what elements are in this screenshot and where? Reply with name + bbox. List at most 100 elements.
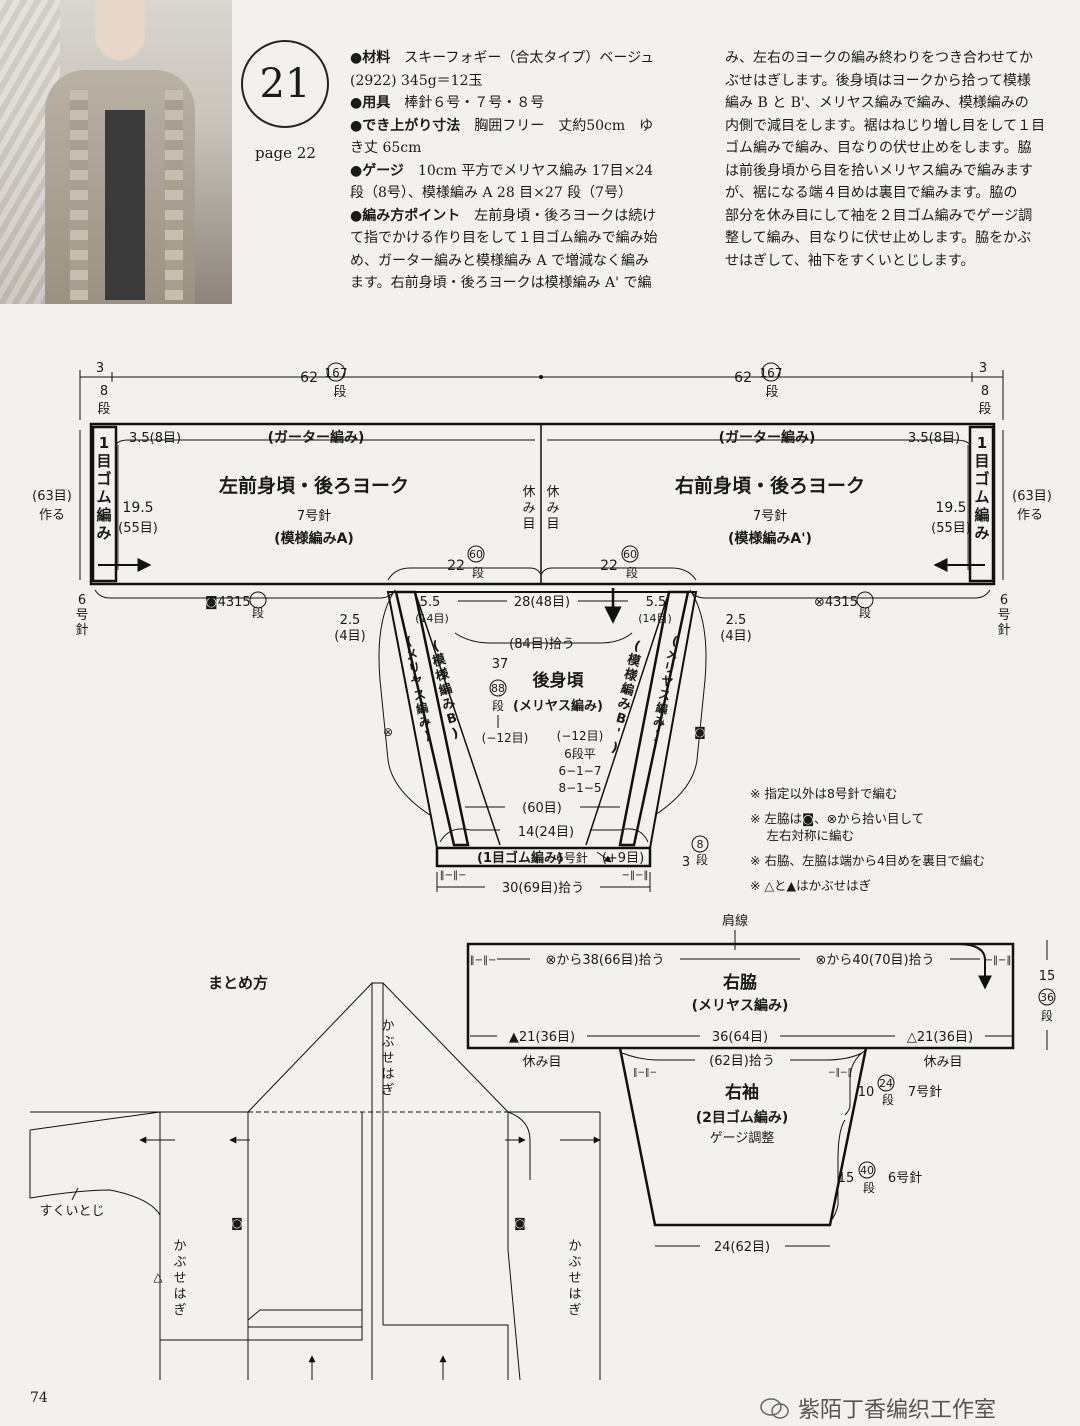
instructions-column-1: ●材料 スキーフォギー（合太タイプ）ベージュ(2922) 345g＝12玉●用具…: [350, 47, 658, 295]
shoulder-label: 肩線: [722, 913, 748, 929]
band-char: 編: [415, 700, 430, 717]
band-char: み: [441, 696, 458, 714]
rest-stitches-right: 休み目: [546, 485, 559, 532]
side-marks-left: ‖−‖−: [470, 955, 497, 966]
page-reference: page 22: [255, 144, 316, 162]
band-char: (: [632, 639, 642, 655]
rows-unit: 段: [492, 698, 504, 713]
instruction-label: ●ゲージ: [350, 162, 418, 179]
side-marks-right: −‖−‖: [985, 955, 1012, 966]
rib-marks-left: ‖−‖−: [440, 870, 467, 881]
vertical-char: せ: [173, 1271, 186, 1286]
vertical-char: 1: [99, 434, 109, 452]
watermark: 紫陌丁香编织工作室: [760, 1392, 996, 1424]
band-char: み: [417, 714, 432, 730]
band-char: 編: [654, 700, 669, 717]
instruction-line: て指でかける作り目をして１目ゴム編みで編み始: [350, 227, 658, 250]
back-title: 後身頃: [533, 670, 585, 691]
back-height-rows: 88: [491, 682, 505, 695]
sleeve-gauge: ゲージ調整: [710, 1131, 775, 1146]
back-subtitle: (メリヤス編み): [513, 698, 603, 714]
assembly-diagram: まとめ方 ◙ ◙ △ すくいとじ かぶせはぎ かぶせはぎ かぶせはぎ: [29, 974, 601, 1381]
dim-top-left-rows: 167: [325, 366, 348, 380]
assembly-mark-left: ◙: [231, 1216, 243, 1230]
assembly-mark-right: ◙: [514, 1216, 526, 1230]
vertical-char: は: [381, 1067, 394, 1082]
bottom-right-unit: 段: [859, 605, 871, 620]
instruction-text: 棒針６号・７号・８号: [404, 95, 545, 111]
side-height: 15: [1039, 969, 1056, 984]
vertical-char: 休: [522, 485, 535, 500]
band-char: み: [616, 696, 633, 714]
side-height-rows: 36: [1040, 991, 1054, 1004]
dim-edge-left: 3: [96, 361, 104, 376]
instruction-line: が、裾になる端４目めは裏目で編みます。脇の: [725, 185, 1018, 201]
sleeve-pickup: (62目)拾う: [709, 1054, 775, 1069]
rows-unit: 段: [863, 1180, 875, 1195]
vertical-char: ム: [96, 488, 111, 506]
cast-on-right-note: 作る: [1017, 508, 1043, 523]
band-left-outer: (メリヤス編み): [404, 634, 432, 743]
instruction-text: スキーフォギー（合太タイプ）ベージュ: [404, 50, 655, 66]
vertical-char: 編: [96, 506, 111, 524]
band-char: 様: [434, 665, 452, 684]
band-right-outer: (メリヤス編み): [652, 634, 680, 743]
vertical-char: ぎ: [173, 1303, 186, 1318]
band-char: ): [652, 728, 660, 743]
rows-unit: 段: [97, 402, 110, 417]
w55-left: 5.5: [420, 595, 441, 610]
model-photo: [0, 0, 232, 304]
rows-unit: 段: [978, 402, 991, 417]
back-rib-height: 3: [682, 855, 690, 870]
vertical-char: ぎ: [568, 1303, 581, 1318]
cast-on-left: (63目): [32, 489, 72, 504]
side-right-rest-label: 休み目: [923, 1055, 962, 1070]
dec-step-2: 6−1−7: [558, 764, 601, 778]
top-seam-label: かぶせはぎ: [381, 1019, 394, 1098]
vertical-char: 6: [1000, 593, 1008, 608]
band-char: B: [614, 711, 628, 728]
band-char: ヤ: [660, 673, 675, 689]
sleeve-lower-rows: 40: [860, 1164, 874, 1177]
vertical-char: 目: [974, 452, 989, 470]
vertical-char: 休: [546, 485, 559, 500]
vertical-char: ム: [974, 488, 989, 506]
back-center-width: 28(48目): [514, 595, 570, 610]
side-left-rest-label: 休み目: [522, 1055, 561, 1070]
cast-on-right: (63目): [1012, 489, 1052, 504]
instruction-text: ます。右前身頃・後ろヨークは模様編み A' で編: [350, 275, 652, 291]
bottom-left-unit: 段: [252, 605, 264, 620]
band-char: ): [610, 740, 620, 756]
vertical-char: 針: [997, 623, 1010, 638]
instruction-line: ●でき上がり寸法 胸囲フリー 丈約50cm ゆ: [350, 115, 658, 138]
assembly-triangle: △: [153, 1270, 163, 1284]
rows-unit: 段: [882, 1092, 894, 1107]
back-pickup: (84目)拾う: [509, 637, 575, 652]
vertical-char: は: [568, 1287, 581, 1302]
vertical-char: せ: [568, 1271, 581, 1286]
instruction-text: き丈 65cm: [350, 140, 422, 156]
instruction-line: ●ゲージ 10cm 平方でメリヤス編み 17目×24: [350, 160, 658, 183]
right-front-title: 右前身頃・後ろヨーク: [674, 474, 865, 497]
rows-unit: 段: [333, 385, 346, 400]
instruction-text: て指でかける作り目をして１目ゴム編みで編み始: [350, 230, 658, 246]
dim-top-left: 62: [300, 370, 318, 386]
garter-width-left: 3.5(8目): [129, 431, 181, 446]
cast-on-left-note: 作る: [39, 508, 65, 523]
sleeve-subtitle: (2目ゴム編み): [696, 1109, 789, 1126]
instruction-text: 10cm 平方でメリヤス編み 17目×24: [417, 162, 654, 179]
vertical-char: 目: [522, 517, 535, 532]
w55-left-sts: (14目): [415, 612, 449, 625]
dim-edge-left-rows: 8: [100, 384, 108, 399]
sleeve-lower-needle: 6号針: [888, 1171, 922, 1186]
band-char: (: [431, 639, 441, 655]
sleeve-upper-needle: 7号針: [908, 1085, 942, 1100]
side-left-rest: ▲21(36目): [509, 1030, 575, 1045]
bottom-left-dim: ◙4315: [205, 595, 251, 610]
rows-unit: 段: [472, 565, 484, 580]
band-char: ): [450, 726, 460, 742]
band-char: ス: [412, 687, 427, 703]
instruction-label: ●材料: [350, 50, 405, 66]
instruction-line: 段（8号）、模様編み A 28 目×27 段（7号）: [350, 182, 658, 205]
